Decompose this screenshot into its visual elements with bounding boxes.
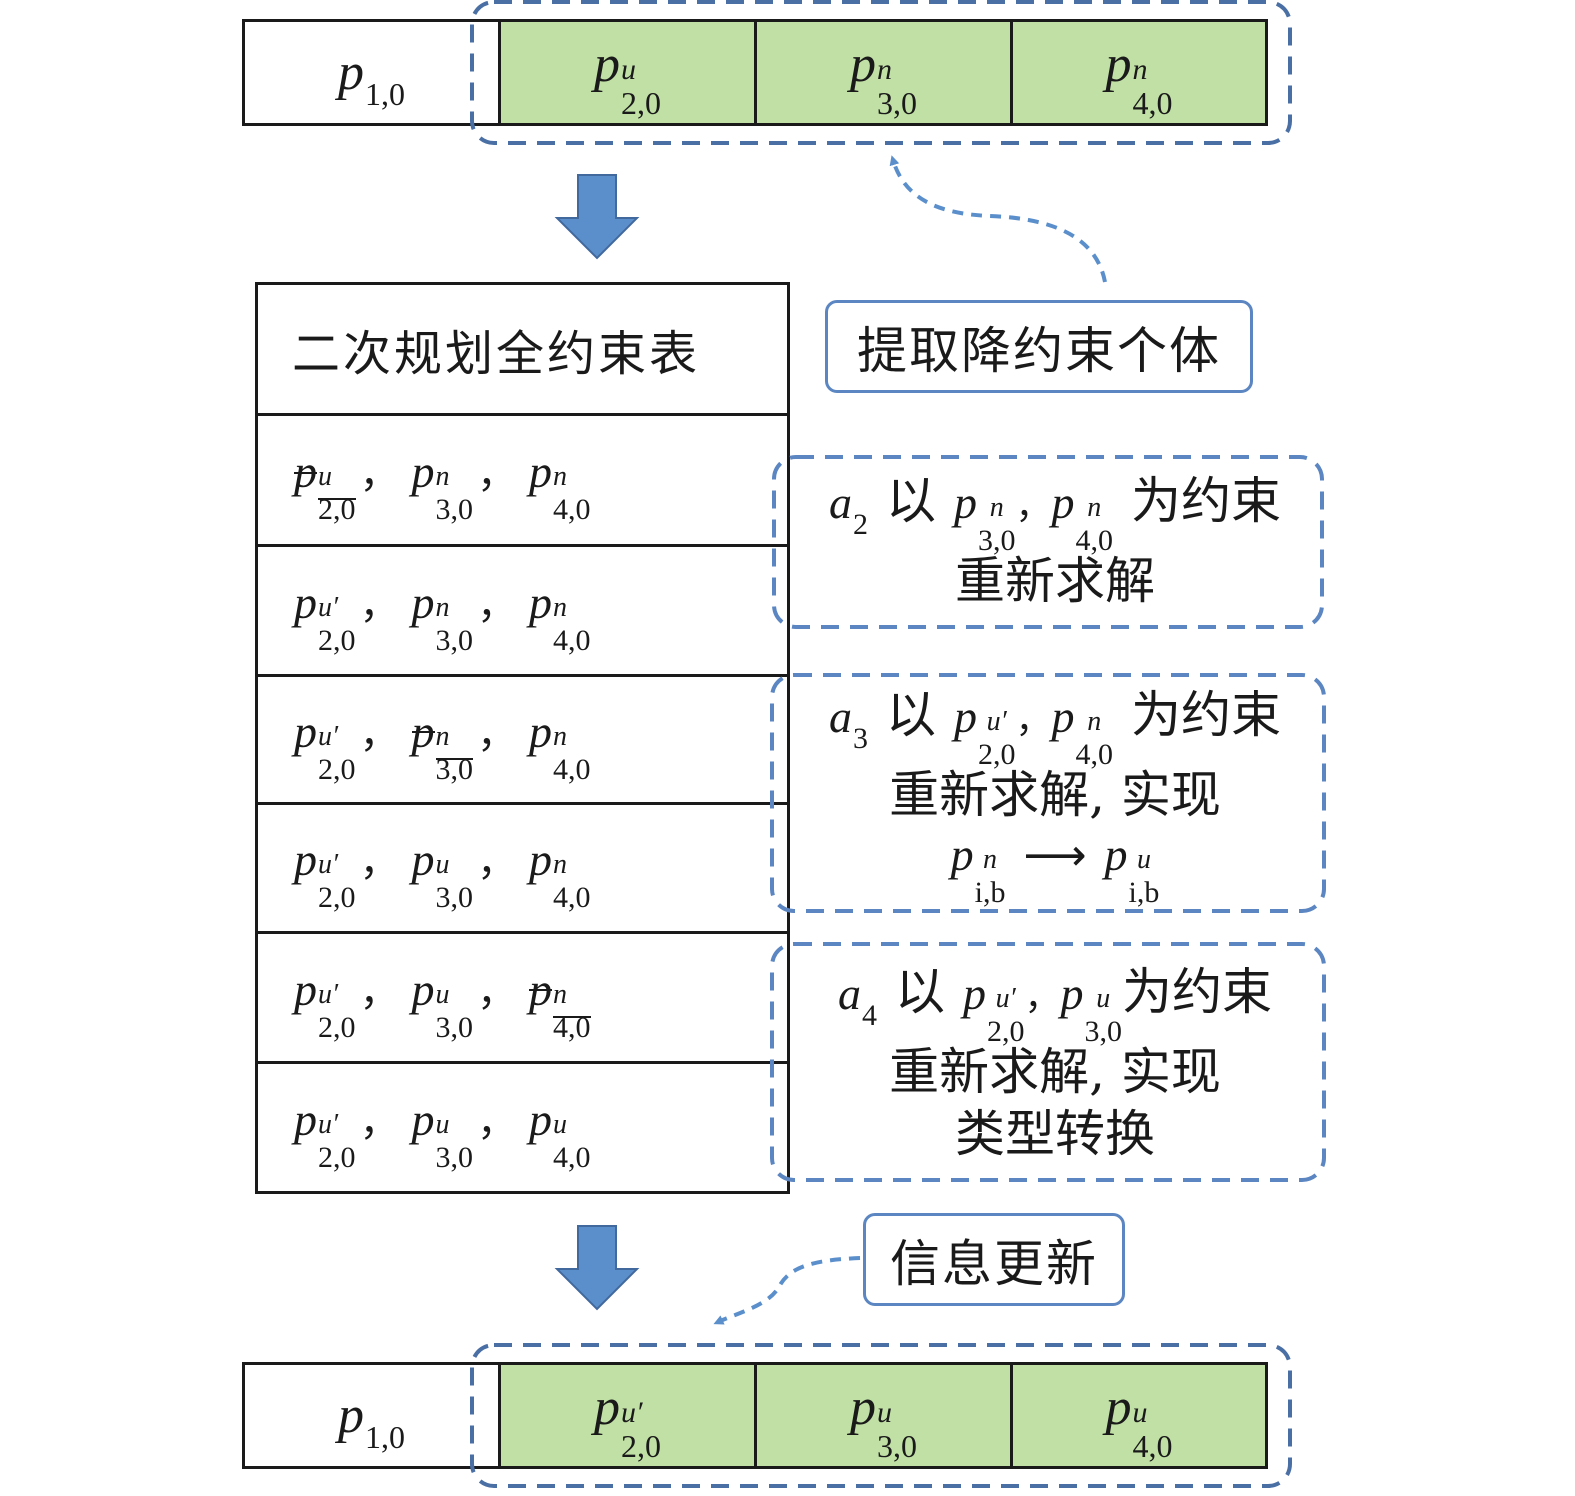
term-separator: ，: [477, 451, 517, 497]
extract-connector: [889, 155, 1107, 283]
update-connector: [713, 1256, 861, 1325]
note-a4-line2: 重新求解, 实现: [889, 1042, 1221, 1101]
update-label: 信息更新: [863, 1213, 1125, 1306]
term-separator: ，: [477, 1098, 517, 1145]
term-separator: ，: [477, 710, 517, 757]
note-a4-line3: 类型转换: [955, 1105, 1155, 1163]
term-separator: ，: [359, 451, 400, 497]
extract-label: 提取降约束个体: [825, 300, 1253, 393]
term-separator: ，: [359, 839, 400, 885]
term-separator: ，: [359, 710, 400, 757]
note-a2-line2: 重新求解: [955, 551, 1155, 610]
transform-arrow: ⟶: [1023, 830, 1087, 882]
term-separator: ，: [359, 1098, 400, 1145]
term-separator: ，: [477, 581, 517, 628]
table-header: 二次规划全约束表: [292, 326, 701, 382]
term-separator: ，: [477, 968, 517, 1015]
down-arrow-1: [554, 174, 640, 260]
term-separator: ，: [359, 581, 400, 628]
note-a3-line2: 重新求解, 实现: [889, 765, 1221, 824]
down-arrow-2: [554, 1225, 640, 1311]
term-separator: ，: [477, 839, 517, 885]
term-separator: ，: [359, 968, 400, 1015]
